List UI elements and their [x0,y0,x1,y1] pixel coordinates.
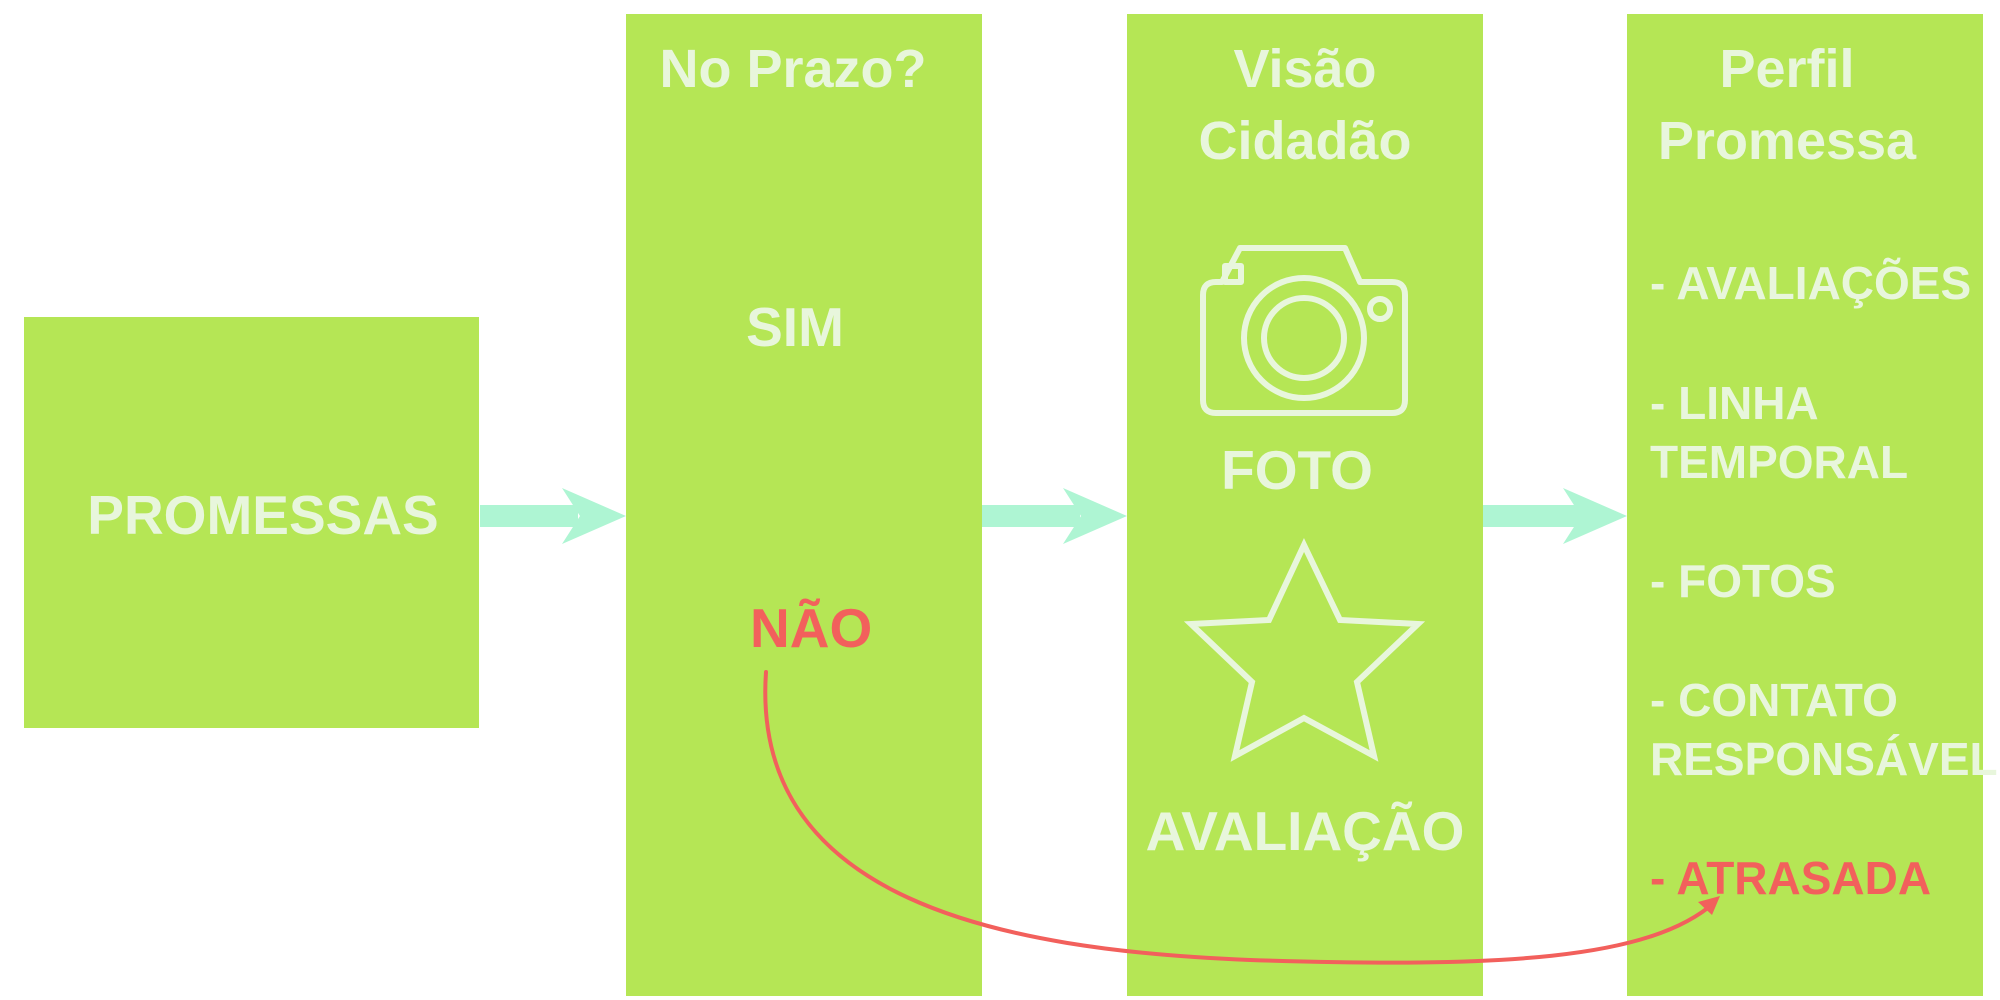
perfil-item-avaliacoes: - AVALIAÇÕES [1650,257,1972,309]
perfil-promessa-column [1627,14,1983,996]
perfil-item-contato-line1: - CONTATO [1650,674,1898,726]
rating-label: AVALIAÇÃO [1145,800,1465,862]
star-icon [1183,537,1426,762]
perfil-item-contato-line2: RESPONSÁVEL [1650,733,1998,785]
perfil-title-line1: Perfil [1719,39,1855,99]
arrow-promessas-to-prazo [480,488,626,544]
visao-cidadao-column [1127,14,1483,996]
visao-title-line1: Visão [1233,39,1377,99]
perfil-item-atrasada: - ATRASADA [1650,852,1932,904]
prazo-title: No Prazo? [659,39,927,99]
perfil-item-fotos: - FOTOS [1650,555,1836,607]
promessas-label: PROMESSAS [87,484,439,546]
prazo-yes-label: SIM [746,296,844,358]
arrow-visao-to-perfil [1483,488,1627,544]
promessas-box [24,317,479,728]
arrow-prazo-to-visao [982,488,1127,544]
prazo-no-label: NÃO [750,597,873,659]
photo-label: FOTO [1221,439,1373,501]
camera-icon [1200,245,1408,416]
visao-title-line2: Cidadão [1198,111,1412,171]
perfil-title-line2: Promessa [1657,111,1917,171]
perfil-item-linha-temporal-line1: - LINHA [1650,377,1819,429]
late-connector-curve [763,670,1717,965]
perfil-item-linha-temporal-line2: TEMPORAL [1650,436,1909,488]
late-connector-arrowhead [1698,896,1720,915]
prazo-column [626,14,982,996]
